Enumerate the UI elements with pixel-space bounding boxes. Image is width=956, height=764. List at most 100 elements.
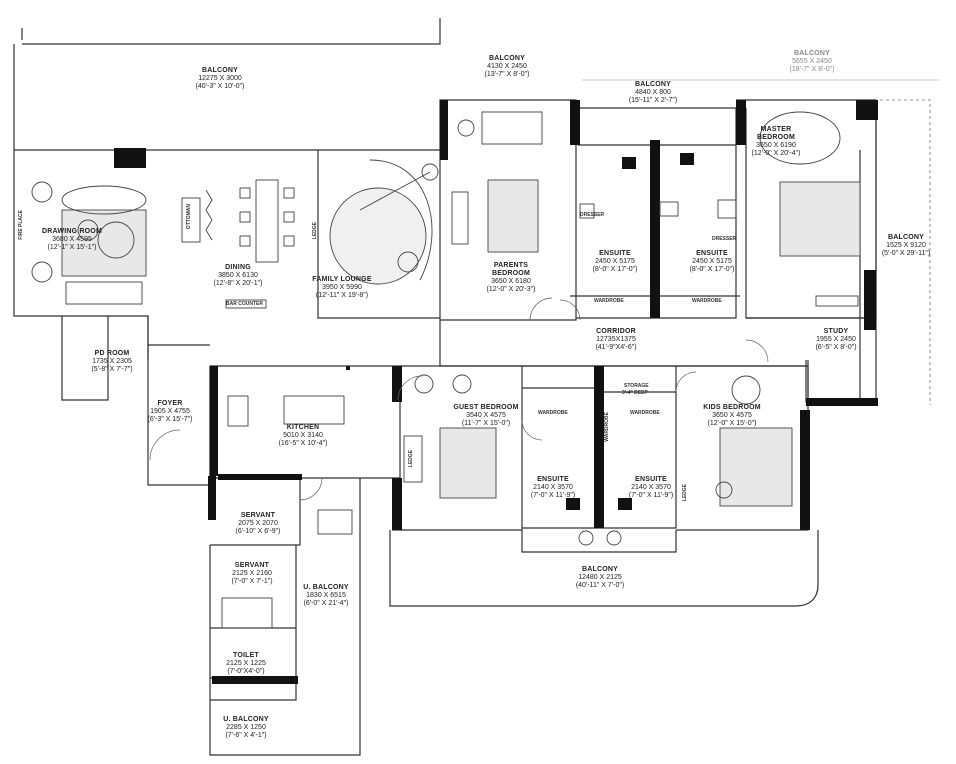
fire-place-label: FIRE PLACE: [18, 210, 24, 240]
servant2-outline: [210, 545, 297, 629]
top-balcony-outline: [13, 18, 441, 150]
room-size: 3650 X 6180: [491, 278, 531, 285]
room-size: 2075 X 2070: [238, 520, 278, 527]
column: [210, 366, 218, 476]
toilet-bottom-wall: [210, 678, 297, 701]
wardrobe-4-label: WARDROBE: [630, 410, 660, 416]
room-size: 1955 X 2450: [816, 336, 856, 343]
cooktop: [227, 395, 249, 427]
room-imperial: (11'-7" X 15'-0"): [461, 420, 511, 427]
column: [806, 398, 878, 406]
room-name: BALCONY: [887, 234, 924, 241]
bottom-balcony-outline: [389, 530, 819, 607]
room-imperial: (7'-0" X 11'-9"): [530, 492, 576, 499]
bar-counter-label: BAR COUNTER: [226, 301, 263, 307]
column: [570, 100, 580, 145]
bench: [451, 191, 469, 245]
column: [680, 153, 694, 165]
basin: [659, 201, 679, 217]
room-imperial: (6'-5" X 8'-0"): [815, 344, 857, 351]
column: [864, 270, 876, 330]
room-size: 3950 X 5990: [322, 284, 362, 291]
room-name: DINING: [225, 264, 251, 271]
room-size: 3650 X 6190: [756, 142, 796, 149]
room-name: KIDS BEDROOM: [703, 404, 761, 411]
servant-bed: [221, 597, 273, 629]
kitchen-island: [283, 395, 345, 425]
sink: [317, 509, 353, 535]
parents-bedroom-outline: [439, 99, 577, 321]
room-name: ENSUITE: [635, 476, 667, 483]
lamp: [421, 163, 439, 181]
room-imperial: (5'-0" X 29'-11"): [881, 250, 931, 257]
room-size: 3540 X 4575: [466, 412, 506, 419]
room-name: ENSUITE: [696, 250, 728, 257]
ottoman-label: OTTOMAN: [186, 204, 192, 230]
pd-room-outline: [61, 316, 109, 401]
room-name: FAMILY LOUNGE: [312, 276, 372, 283]
room-imperial: (12'-0" X 15'-0"): [707, 420, 757, 427]
master-rug: [759, 111, 841, 165]
column: [566, 498, 580, 510]
column: [218, 474, 302, 480]
room-name: ENSUITE: [599, 250, 631, 257]
room-imperial: (12'-0" X 20'-4"): [751, 150, 801, 157]
room-name: BALCONY: [581, 566, 618, 573]
round-table: [731, 375, 761, 405]
room-name: GUEST BEDROOM: [453, 404, 519, 411]
room-name: PARENTS BEDROOM: [492, 262, 530, 277]
room-imperial: (6'-0" X 21'-4"): [303, 600, 349, 607]
drawing-room-rug: [61, 209, 147, 277]
room-size: 3650 X 4575: [712, 412, 752, 419]
room-name: TOILET: [233, 652, 259, 659]
ottoman: [181, 197, 201, 243]
room-imperial: (18'-7" X 8'-0"): [789, 66, 835, 73]
guest-bedroom-outline: [392, 365, 523, 531]
right-balcony-edge: [880, 99, 931, 405]
master-bed: [779, 181, 861, 257]
room-size: 5010 X 3140: [283, 432, 323, 439]
room-size: 3680 X 4595: [52, 236, 92, 243]
dining-chairs: [239, 187, 295, 247]
desk: [815, 295, 859, 307]
ensuite3-outline: [522, 387, 597, 529]
room-size: 2450 X 5175: [595, 258, 635, 265]
columns: [114, 100, 878, 684]
room-name: BALCONY: [201, 67, 239, 74]
room-size: 2285 X 1250: [226, 724, 266, 731]
column: [856, 100, 878, 120]
room-imperial: (15'-11" X 2'-7"): [628, 97, 678, 104]
room-size: 2140 X 3570: [631, 484, 671, 491]
room-imperial: (6'-10" X 6'-9"): [235, 528, 281, 535]
column: [392, 478, 402, 530]
column: [208, 476, 216, 520]
kitchen-outline: [209, 365, 401, 479]
wardrobe-5-label: WARDROBE: [604, 412, 610, 442]
lounge-wall: [317, 150, 440, 319]
room-name: PD ROOM: [94, 350, 130, 357]
room-imperial: (8'-0" X 17'-0"): [689, 266, 735, 273]
dining-table: [255, 179, 279, 263]
dresser-2-label: DRESSER: [712, 236, 737, 242]
column: [114, 148, 146, 168]
armchair: [31, 261, 53, 283]
room-size: 2450 X 5175: [692, 258, 732, 265]
room-imperial: (7'-0" X 7'-1"): [231, 578, 273, 585]
room-imperial: (41'-9"X4'-6"): [595, 344, 637, 351]
bathtub: [481, 111, 543, 145]
furniture: [31, 111, 861, 629]
curved-sectional: [369, 159, 433, 281]
kids-bed: [719, 427, 793, 507]
chair: [452, 374, 472, 394]
